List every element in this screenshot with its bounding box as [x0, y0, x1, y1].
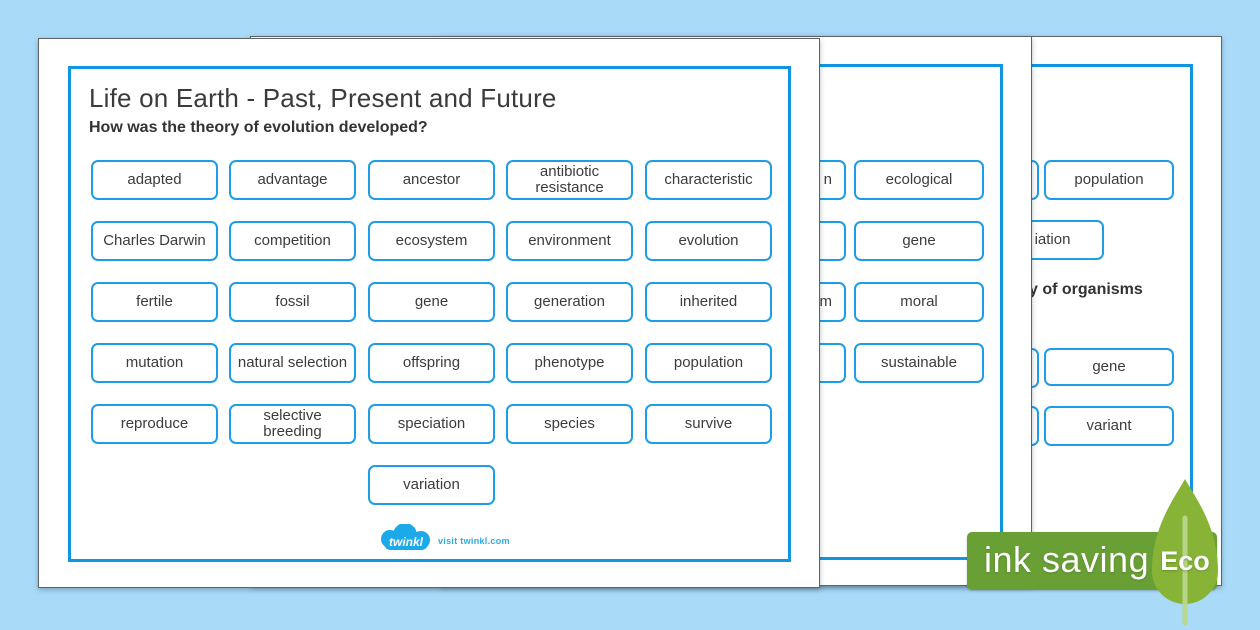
word-label: iation [1034, 230, 1071, 248]
word-card: generation [506, 282, 633, 322]
page-border-frame [68, 66, 791, 562]
word-card: variation [368, 465, 495, 505]
word-card: phenotype [506, 343, 633, 383]
word-label: phenotype [534, 353, 605, 371]
word-card: fossil [229, 282, 356, 322]
word-card: ancestor [368, 160, 495, 200]
eco-leaf-icon [1152, 479, 1218, 626]
word-label: variant [1086, 416, 1132, 434]
word-card: gene [368, 282, 495, 322]
twinkl-logo-text: twinkl [389, 535, 424, 549]
section-heading-fragment: y of organisms [1029, 281, 1143, 298]
word-label: ancestor [402, 170, 461, 188]
word-label: adapted [127, 170, 182, 188]
word-card: adapted [91, 160, 218, 200]
word-card: survive [645, 404, 772, 444]
word-label: sustainable [881, 353, 957, 371]
word-label: fossil [275, 292, 310, 310]
word-card: fertile [91, 282, 218, 322]
word-label: reproduce [120, 414, 189, 432]
word-label: ecosystem [395, 231, 468, 249]
page-subtitle: How was the theory of evolution develope… [89, 119, 428, 136]
word-card: speciation [368, 404, 495, 444]
word-card: characteristic [645, 160, 772, 200]
word-card: gene [854, 221, 984, 261]
word-card: inherited [645, 282, 772, 322]
word-card: natural selection [229, 343, 356, 383]
word-label: antibiotic resistance [535, 162, 604, 196]
word-label: survive [684, 414, 733, 432]
word-card: population [1044, 160, 1174, 200]
word-card: advantage [229, 160, 356, 200]
word-label: selective breeding [263, 406, 322, 440]
twinkl-logo-icon: twinkl [381, 524, 430, 550]
word-card: competition [229, 221, 356, 261]
word-label: gene [1092, 357, 1126, 375]
word-label: population [673, 353, 744, 371]
word-label: generation [534, 292, 605, 310]
word-label: competition [254, 231, 331, 249]
twinkl-tagline: visit twinkl.com [438, 536, 510, 546]
page-1: Life on Earth - Past, Present and Future… [38, 38, 820, 588]
word-label: moral [900, 292, 938, 310]
word-label: gene [414, 292, 449, 310]
word-card: evolution [645, 221, 772, 261]
word-label: gene [902, 231, 936, 249]
word-fragment: n [823, 170, 832, 188]
word-label: evolution [678, 231, 739, 249]
word-label: fertile [136, 292, 173, 310]
word-label: Charles Darwin [103, 231, 206, 249]
word-label: offspring [402, 353, 461, 371]
word-card: Charles Darwin [91, 221, 218, 261]
word-label: variation [403, 475, 460, 493]
word-card: selective breeding [229, 404, 356, 444]
word-card: reproduce [91, 404, 218, 444]
word-label: population [1074, 170, 1144, 188]
word-label: mutation [125, 353, 184, 371]
word-label: species [544, 414, 595, 432]
word-label: environment [528, 231, 611, 249]
word-label: ecological [885, 170, 953, 188]
word-card: gene [1044, 348, 1174, 386]
word-card: variant [1044, 406, 1174, 446]
word-label: advantage [257, 170, 328, 188]
word-card: species [506, 404, 633, 444]
word-card: sustainable [854, 343, 984, 383]
word-card: moral [854, 282, 984, 322]
ink-saving-label: ink saving [984, 539, 1150, 580]
word-label: inherited [679, 292, 738, 310]
word-label: characteristic [664, 170, 753, 188]
word-card: environment [506, 221, 633, 261]
page-title: Life on Earth - Past, Present and Future [89, 83, 557, 113]
word-card: population [645, 343, 772, 383]
eco-label: Eco [1160, 546, 1210, 576]
word-card: ecosystem [368, 221, 495, 261]
word-label: natural selection [237, 353, 348, 371]
word-card: mutation [91, 343, 218, 383]
word-card: offspring [368, 343, 495, 383]
word-label: speciation [397, 414, 466, 432]
word-card: antibiotic resistance [506, 160, 633, 200]
word-card: ecological [854, 160, 984, 200]
